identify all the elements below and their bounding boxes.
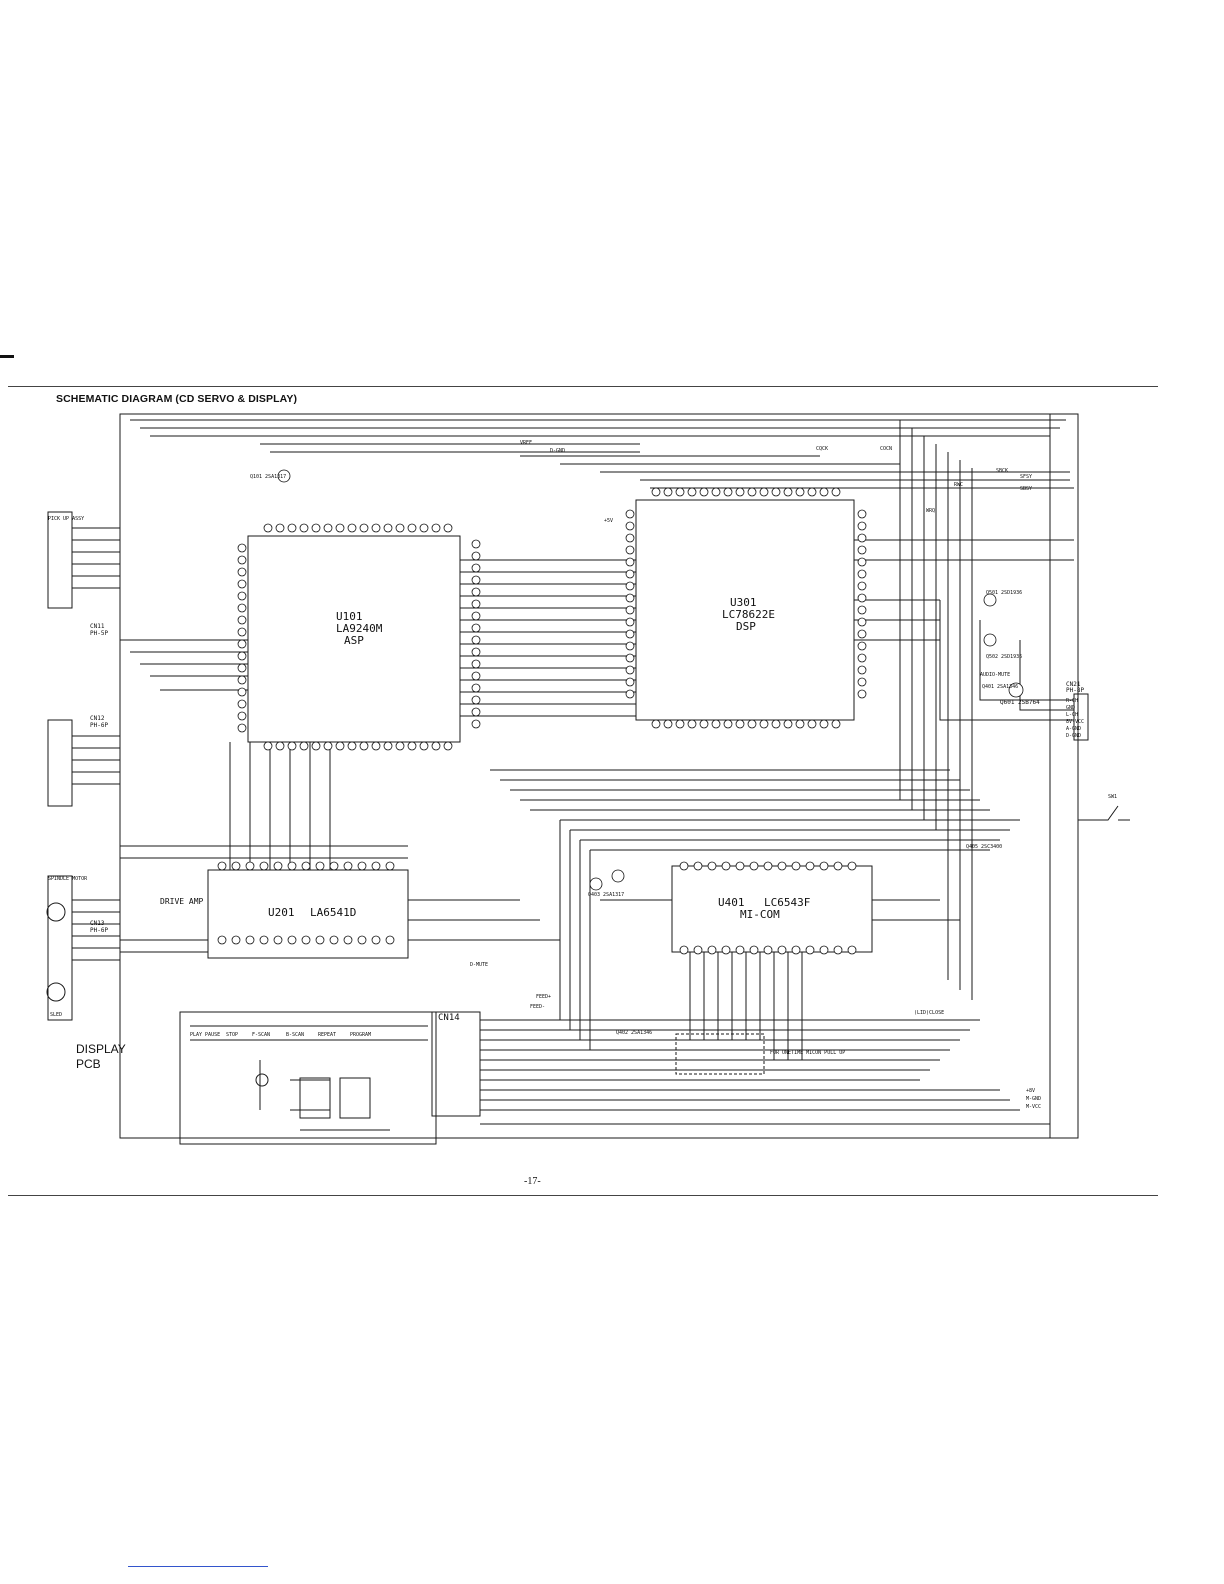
display-pcb-line2: PCB — [76, 1057, 101, 1071]
button-b-scan: B-SCAN — [286, 1032, 304, 1038]
net-sfsy: SFSY — [1020, 474, 1032, 480]
cn13-type: PH-6P — [90, 927, 108, 934]
net-feed-minus: FEED- — [530, 1004, 545, 1010]
net-cqck: CQCK — [816, 446, 828, 452]
u201-func: DRIVE AMP — [160, 897, 204, 906]
page-number: -17- — [524, 1176, 541, 1187]
net-lid-close: (LID)CLOSE — [914, 1010, 944, 1016]
led-indicator — [255, 1073, 269, 1087]
cn14-label: CN14 — [438, 1013, 460, 1023]
cn11-type: PH-5P — [90, 630, 108, 637]
button-f-scan: F-SCAN — [252, 1032, 270, 1038]
sled-label: SLED — [50, 1012, 62, 1018]
net-plus8v: +8V — [1026, 1088, 1035, 1094]
u101-func: ASP — [344, 634, 364, 647]
net-sw1: SW1 — [1108, 794, 1117, 800]
cn13-label: CN13 — [90, 920, 105, 927]
cn21-pin: D-GND — [1066, 733, 1081, 739]
net-feed-plus: FEED+ — [536, 994, 551, 1000]
net-dgnd: D-GND — [550, 448, 565, 454]
display-pcb-outline — [179, 1011, 437, 1145]
net-vref: VREF — [520, 440, 532, 446]
cn21-type: PH-8P — [1066, 687, 1084, 694]
pickup-connector-box — [47, 511, 73, 609]
u201-ref: U201 — [268, 906, 295, 919]
u101-part: LA9240M — [336, 622, 383, 635]
bottom-link-underline — [128, 1566, 268, 1567]
spindle-motor-symbol — [46, 902, 66, 922]
spindle-label: SPINDLE MOTOR — [48, 876, 88, 882]
cn21-pin: 8V-VCC — [1066, 719, 1084, 725]
q405-label: Q405 2SC3400 — [966, 844, 1002, 850]
q501-label: Q501 2SD1936 — [986, 590, 1022, 596]
u401-ref: U401 — [718, 896, 745, 909]
net-plus5v: +5V — [604, 518, 613, 524]
cn21-pin: L-CH — [1066, 712, 1078, 718]
board-outline — [119, 413, 1079, 1139]
cn11-label: CN11 — [90, 623, 105, 630]
u201-part: LA6541D — [310, 906, 356, 919]
u301-part: LC78622E — [722, 608, 775, 621]
button-repeat: REPEAT — [318, 1032, 336, 1038]
bottom-frame-rule — [8, 1195, 1158, 1196]
cn21-label: CN21 — [1066, 681, 1081, 688]
u101-ref: U101 — [336, 610, 363, 623]
cn21-block — [1073, 693, 1089, 741]
net-rwc: RWC — [954, 482, 963, 488]
net-dmute: D-MUTE — [470, 962, 488, 968]
motor-connector-box — [47, 875, 73, 1021]
u301-ref: U301 — [730, 596, 757, 609]
onetime-pullup-box — [675, 1033, 765, 1075]
digit-1 — [299, 1077, 331, 1119]
u301-body — [635, 499, 855, 721]
cn12-label: CN12 — [90, 715, 105, 722]
diagram-title: SCHEMATIC DIAGRAM (CD SERVO & DISPLAY) — [56, 393, 298, 405]
cn21-pin: A-GND — [1066, 726, 1081, 732]
display-pcb-label: DISPLAY PCB — [76, 1042, 126, 1072]
net-sbsy: SBSY — [1020, 486, 1032, 492]
net-mgnd: M-GND — [1026, 1096, 1041, 1102]
u201-body — [207, 869, 409, 959]
button-program: PROGRAM — [350, 1032, 371, 1038]
button-play-pause: PLAY PAUSE — [190, 1032, 220, 1038]
sled-motor-symbol — [46, 982, 66, 1002]
net-wrq: WRQ — [926, 508, 935, 514]
pickup-label: PICK UP ASSY — [48, 516, 84, 522]
top-frame-rule — [8, 386, 1158, 387]
button-stop: STOP — [226, 1032, 238, 1038]
q401-label: Q401 2SA1346 — [982, 684, 1018, 690]
net-mvcc: M-VCC — [1026, 1104, 1041, 1110]
cn21-pin: GND — [1066, 705, 1075, 711]
u401-part: LC6543F — [764, 896, 810, 909]
net-cocn: COCN — [880, 446, 892, 452]
cn21-pin: R-CH — [1066, 698, 1078, 704]
net-sbck: SBCK — [996, 468, 1008, 474]
q601-label: Q601 2SB764 — [1000, 699, 1040, 706]
page-edge-mark — [0, 355, 14, 358]
u401-func: MI-COM — [740, 908, 780, 921]
cn12-type: PH-6P — [90, 722, 108, 729]
q402-label: Q402 2SA1346 — [616, 1030, 652, 1036]
u301-func: DSP — [736, 620, 756, 633]
net-onetime: FOR ONETIME MICON PULL UP — [770, 1050, 845, 1056]
digit-2 — [339, 1077, 371, 1119]
pickup-connector-box-2 — [47, 719, 73, 807]
q502-label: Q502 2SD1936 — [986, 654, 1022, 660]
cn14-block — [431, 1011, 481, 1117]
q101-label: Q101 2SA1317 — [250, 474, 286, 480]
u101-body — [247, 535, 461, 743]
display-pcb-line1: DISPLAY — [76, 1042, 126, 1056]
q403-label: Q403 2SA1317 — [588, 892, 624, 898]
net-audio-mute: AUDIO-MUTE — [980, 672, 1010, 678]
